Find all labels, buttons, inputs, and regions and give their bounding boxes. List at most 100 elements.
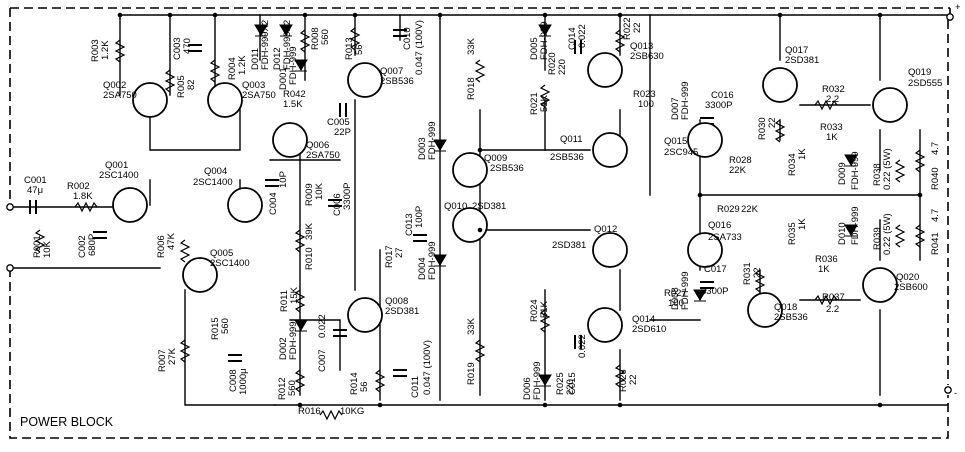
r042-value: 1.5K — [283, 99, 303, 110]
r040-value: 4.7 — [930, 142, 941, 155]
r012-ref: R012 — [277, 377, 288, 400]
c004-value: 10P — [278, 171, 289, 188]
r018-value: 33K — [466, 37, 477, 55]
c013-value: 100P — [414, 206, 425, 228]
r020-value: 220 — [557, 59, 568, 75]
r018-ref: R018 — [466, 77, 477, 100]
q015-part: 2SC945 — [664, 147, 698, 158]
d005-part: FDH-999 — [539, 21, 550, 60]
r002-ref: R002 — [67, 181, 90, 192]
c008-value: 1000μ — [238, 368, 249, 395]
d012-ref: D012 — [272, 47, 283, 70]
q007-ref: Q007 — [380, 66, 403, 77]
d002-ref: D002 — [278, 337, 289, 360]
q014-ref: Q014 — [632, 314, 655, 325]
r036-value: 1K — [818, 264, 830, 275]
q010-ref: Q010 — [444, 201, 467, 212]
r006-ref: R006 — [156, 235, 167, 258]
r003-value: 1.2K — [100, 40, 111, 60]
r035-ref: R035 — [787, 222, 798, 245]
c003-ref: C003 — [172, 37, 183, 60]
r004-ref: R004 — [227, 57, 238, 80]
c006-ref: C006 — [332, 193, 343, 216]
r013-value: 56 — [354, 44, 365, 55]
negative-terminal-label: - — [954, 388, 957, 399]
diode-labels: D001 FDH-999 D002 FDH-999 D003 FDH-999 D… — [250, 20, 861, 400]
c004-ref: C004 — [268, 192, 279, 215]
d005-ref: D005 — [529, 37, 540, 60]
c017-ref: C017 — [704, 264, 727, 275]
junctions — [117, 12, 923, 408]
r024-value: 51K — [539, 300, 550, 318]
d006-part: FDH-999 — [532, 361, 543, 400]
r037-ref: R037 — [822, 292, 845, 303]
q001-ref: Q001 — [105, 160, 128, 171]
r041-ref: R041 — [930, 232, 941, 255]
c017-value: 3300P — [701, 286, 728, 297]
q011-ref: Q011 — [560, 134, 583, 145]
q007-part: 2SB536 — [380, 76, 414, 87]
r041-value: 4.7 — [930, 209, 941, 222]
block-title: POWER BLOCK — [20, 415, 114, 429]
r009-ref: R009 — [304, 183, 315, 206]
c002-ref: C002 — [77, 235, 88, 258]
d012-part: FDH-999X2 — [282, 20, 293, 70]
q020-part: 2SB600 — [894, 282, 928, 293]
r021-ref: R021 — [529, 92, 540, 115]
r038-ref: R038 — [872, 163, 883, 186]
positive-terminal-label: + — [955, 2, 961, 13]
input-terminal — [6, 203, 14, 211]
c015-ref: C015 — [567, 372, 578, 395]
q013-ref: Q013 — [630, 41, 653, 52]
r011-value: 15K — [289, 286, 300, 304]
q018-ref: Q018 — [774, 302, 797, 313]
q020-ref: Q020 — [896, 272, 919, 283]
c014-ref: C014 — [567, 27, 578, 50]
q010-part: 2SD381 — [472, 201, 506, 212]
r007-ref: R007 — [157, 349, 168, 372]
q006-ref: Q006 — [306, 140, 329, 151]
q009-ref: Q009 — [484, 153, 507, 164]
r029-value: 22K — [741, 204, 759, 215]
r021-value: 51K — [539, 94, 550, 112]
c010-ref: C010 — [402, 27, 413, 50]
c005-ref: C005 — [327, 117, 350, 128]
c015-value: 0.022 — [577, 334, 588, 358]
r005-ref: R005 — [176, 75, 187, 98]
d009-part: FDH-999 — [850, 151, 861, 190]
q014-part: 2SD610 — [632, 324, 666, 335]
r015-ref: R015 — [210, 317, 221, 340]
r023-value: 100 — [638, 99, 654, 110]
c014-value: 0.022 — [577, 24, 588, 48]
r003-ref: R003 — [90, 39, 101, 62]
r016-value: 10KG — [340, 406, 364, 417]
r035-value: 1K — [797, 218, 808, 230]
positive-terminal — [946, 13, 954, 21]
r017-ref: R017 — [384, 245, 395, 268]
d007-part: FDH-999 — [680, 81, 691, 120]
d010-ref: D010 — [837, 222, 848, 245]
q005-ref: Q005 — [210, 248, 233, 259]
r007-value: 27K — [167, 347, 178, 365]
r032-ref: R032 — [822, 84, 845, 95]
c011-value: 0.047 (100V) — [422, 340, 433, 395]
r012-value: 560 — [287, 380, 298, 396]
c016-value: 3300P — [705, 100, 732, 111]
r005-value: 82 — [186, 79, 197, 90]
r019-ref: R019 — [466, 362, 477, 385]
r010-value: 39K — [304, 222, 315, 240]
resistor-labels: R001 10K R002 1.8K R003 1.2K R004 1.2K R… — [32, 17, 941, 417]
q019-ref: Q019 — [908, 67, 931, 78]
resistor-symbols — [34, 27, 926, 421]
d010-part: FDH-999 — [850, 206, 861, 245]
r014-value: 56 — [359, 381, 370, 392]
q017-ref: Q017 — [785, 45, 808, 56]
r020-ref: R020 — [547, 52, 558, 75]
q001-part: 2SC1400 — [99, 170, 139, 181]
d001-part: FDH-999 — [288, 46, 299, 85]
r010-ref: R010 — [304, 247, 315, 270]
q008-part: 2SD381 — [385, 306, 419, 317]
d006-ref: D006 — [522, 377, 533, 400]
negative-terminal — [944, 386, 952, 394]
